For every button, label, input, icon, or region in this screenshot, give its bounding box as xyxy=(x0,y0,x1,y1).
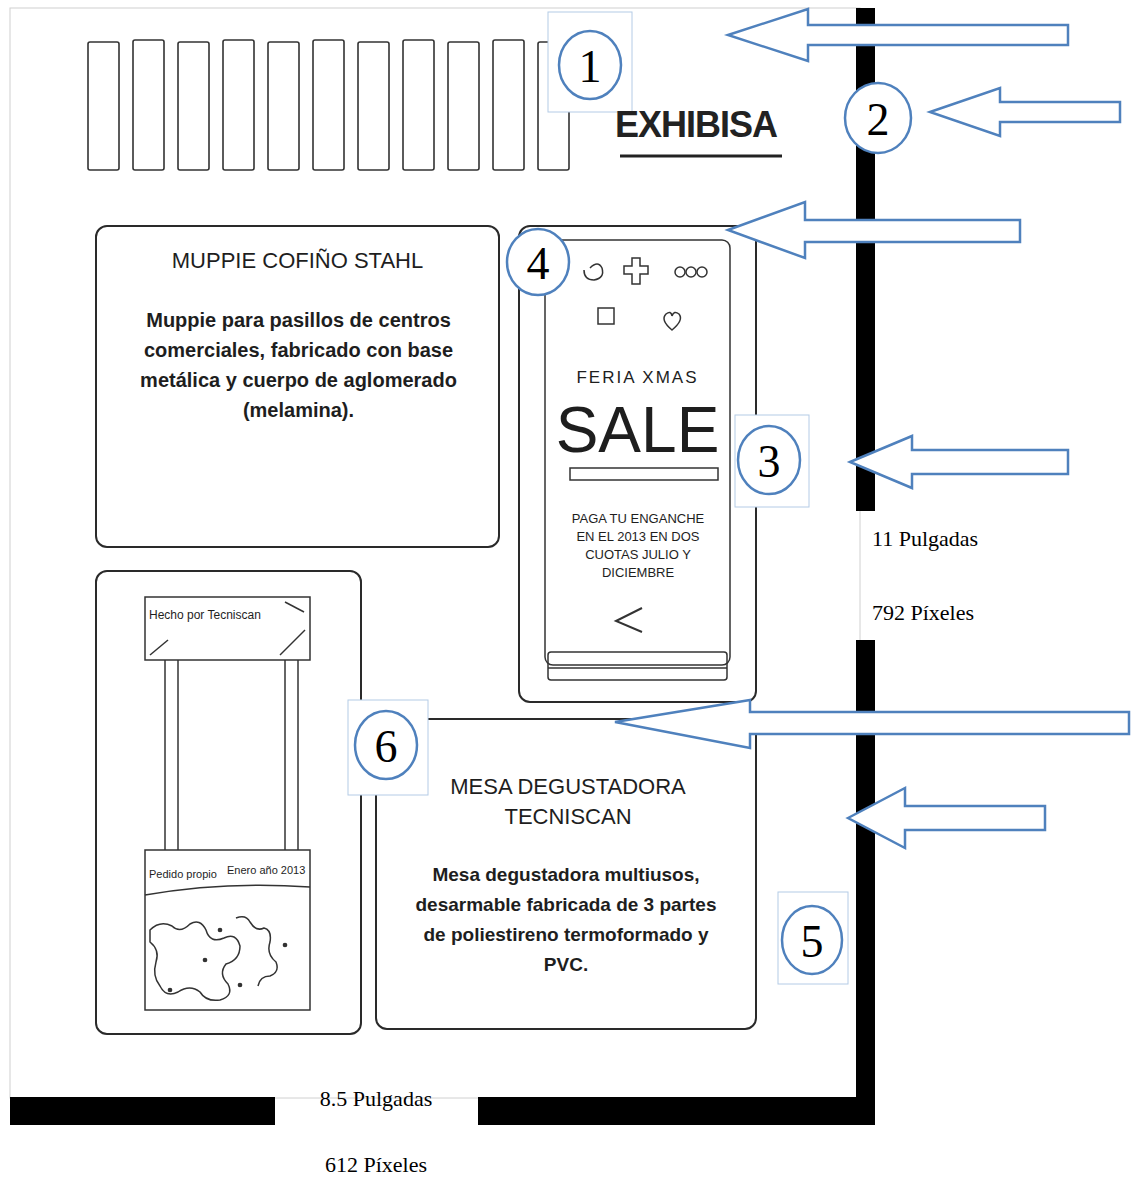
sign-hatch xyxy=(280,630,305,655)
illustration-box: FERIA XMAS SALE PAGA TU ENGANCHE EN EL 201… xyxy=(518,225,757,703)
counter-graphic xyxy=(150,922,240,1000)
dot xyxy=(203,958,206,961)
muppie-base-line xyxy=(548,667,727,669)
callout-circle xyxy=(845,83,911,153)
stripe xyxy=(313,40,344,170)
callout-circle xyxy=(507,229,569,295)
icon-square xyxy=(598,308,614,324)
stripe xyxy=(493,40,524,170)
pointer-arrow xyxy=(728,202,1020,258)
stripe xyxy=(403,40,434,170)
icon-dot xyxy=(686,267,696,277)
logo-underline xyxy=(620,155,782,158)
stripe xyxy=(358,42,389,170)
brand-logo: EXHIBISA xyxy=(596,104,796,145)
stripe xyxy=(178,42,209,170)
callout-number: 6 xyxy=(356,720,416,773)
callout-circles xyxy=(355,31,911,974)
dimension-bar xyxy=(10,1097,275,1125)
callout-back xyxy=(348,700,428,795)
counter-graphic xyxy=(236,917,277,986)
kiosk-leg xyxy=(164,660,166,850)
kiosk-sign xyxy=(145,597,310,660)
stripe-pattern xyxy=(88,40,569,170)
kiosk-leg xyxy=(297,660,299,850)
description-box: MUPPIE COFIÑO STAHL Muppie para pasillos … xyxy=(95,225,500,548)
callout-number: 2 xyxy=(848,93,908,146)
counter-text: Enero año 2013 xyxy=(227,864,309,877)
sale-bar xyxy=(570,468,718,480)
dimension-label: 11 Pulgadas xyxy=(872,526,1072,551)
icon-heart xyxy=(664,312,680,330)
callout-back xyxy=(548,12,632,112)
pointer-arrow xyxy=(728,9,1068,61)
banner-headline: SALE xyxy=(520,395,755,465)
icon-dot xyxy=(675,267,685,277)
callout-back xyxy=(778,892,848,984)
box-body: Mesa degustadora multiusos, desarmable f… xyxy=(413,860,719,980)
pointer-arrow xyxy=(930,88,1120,136)
stripe xyxy=(88,42,119,170)
icon-spiral xyxy=(584,264,603,280)
sign-hatch xyxy=(150,640,168,655)
dimension-label: 792 Píxeles xyxy=(872,600,1072,625)
kiosk-counter xyxy=(145,850,310,1010)
dot xyxy=(168,988,171,991)
kiosk-leg xyxy=(177,660,179,850)
stripe xyxy=(268,42,299,170)
dot xyxy=(218,928,221,931)
sign-text: Hecho por Tecniscan xyxy=(149,608,309,623)
counter-text: Pedido propio xyxy=(149,868,221,881)
dimension-bar xyxy=(478,1097,875,1125)
callout-circle xyxy=(738,426,800,494)
callout-backs xyxy=(348,12,848,984)
banner-text: FERIA XMAS xyxy=(520,367,755,389)
stripe xyxy=(448,42,479,170)
stripe xyxy=(223,40,254,170)
description-box: MESA DEGUSTADORA TECNISCAN Mesa degustado… xyxy=(375,718,757,1030)
pointer-arrow xyxy=(850,436,1068,488)
dot xyxy=(238,983,241,986)
callout-circle xyxy=(559,31,621,99)
dimension-label: 612 Píxeles xyxy=(278,1152,474,1177)
box-body: Muppie para pasillos de centros comercia… xyxy=(111,305,486,425)
muppie-base xyxy=(548,652,727,680)
page-border xyxy=(10,8,860,1098)
icon-cross xyxy=(624,258,648,284)
stripe xyxy=(133,40,164,170)
dimension-label: 8.5 Pulgadas xyxy=(278,1086,474,1111)
illustration-box: Hecho por TecniscanPedido propio Enero añ… xyxy=(95,570,362,1035)
callout-circle xyxy=(355,711,417,779)
kiosk-leg xyxy=(284,660,286,850)
callout-back xyxy=(735,415,809,507)
callout-number: 4 xyxy=(508,237,568,290)
banner-text: PAGA TU ENGANCHE EN EL 2013 EN DOS CUOTA… xyxy=(562,510,714,582)
kiosk-illustration xyxy=(145,597,310,1010)
callout-number: 1 xyxy=(560,40,620,93)
pointer-arrow xyxy=(848,788,1045,848)
callout-number: 3 xyxy=(739,435,799,488)
dot xyxy=(283,943,286,946)
box-heading: MESA DEGUSTADORA TECNISCAN xyxy=(437,772,699,832)
chevron xyxy=(616,608,642,632)
icon-dot xyxy=(697,267,707,277)
callout-circle xyxy=(782,906,842,974)
box-heading: MUPPIE COFIÑO STAHL xyxy=(97,247,498,275)
sign-hatch xyxy=(285,602,304,612)
pointer-arrow xyxy=(615,700,1129,748)
counter-line xyxy=(145,885,310,895)
callout-number: 5 xyxy=(782,915,842,968)
